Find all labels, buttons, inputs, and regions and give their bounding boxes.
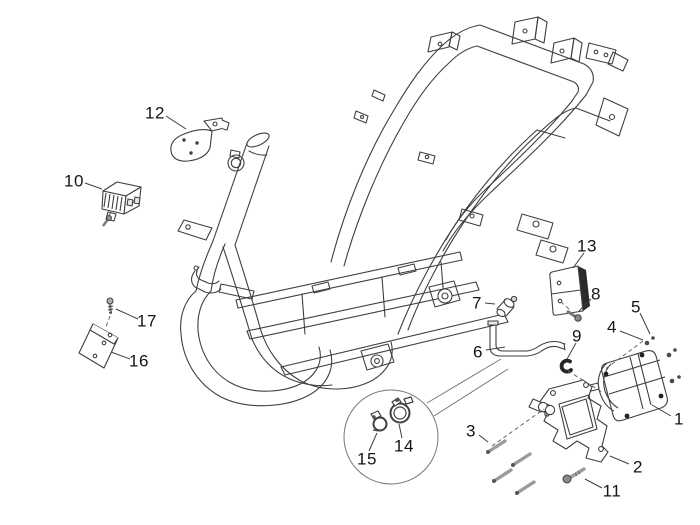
callout-16: 16	[129, 351, 149, 371]
leader-lines	[84, 115, 672, 489]
part-11-bolt	[562, 467, 586, 484]
callout-6: 6	[473, 342, 483, 362]
callout-17: 17	[137, 311, 157, 331]
part-2-mounting-plate	[528, 379, 609, 463]
part-12-bracket	[170, 117, 230, 162]
part-8-screw	[566, 309, 582, 322]
part-17-screw	[106, 297, 114, 315]
callout-1: 1	[674, 409, 684, 429]
frame-illustration	[177, 16, 629, 407]
part-1-control-unit	[589, 350, 668, 422]
callout-2: 2	[633, 457, 643, 477]
callout-10: 10	[64, 171, 84, 191]
callout-5: 5	[631, 297, 641, 317]
callout-13: 13	[577, 236, 597, 256]
part-3-pins	[486, 439, 536, 495]
part-10-voltage-regulator	[101, 181, 142, 227]
callout-7: 7	[472, 293, 482, 313]
callout-4: 4	[607, 317, 617, 337]
part-13-cover	[549, 265, 590, 316]
part-6-cable	[487, 320, 566, 357]
callout-11: 11	[602, 481, 622, 501]
callout-8: 8	[591, 284, 601, 304]
part-15-clamp-small	[370, 410, 388, 432]
callout-14: 14	[394, 436, 414, 456]
detail-circle	[343, 358, 509, 485]
part-9-grommet	[559, 358, 573, 374]
part-16-bracket-plate	[78, 323, 119, 369]
callout-9: 9	[572, 326, 582, 346]
callout-3: 3	[466, 421, 476, 441]
part-14-clamp	[389, 396, 414, 424]
callout-15: 15	[357, 449, 377, 469]
part-7-elbow-fitting	[496, 295, 518, 318]
assembly-dashed-lines	[105, 211, 644, 447]
callout-12: 12	[145, 103, 165, 123]
